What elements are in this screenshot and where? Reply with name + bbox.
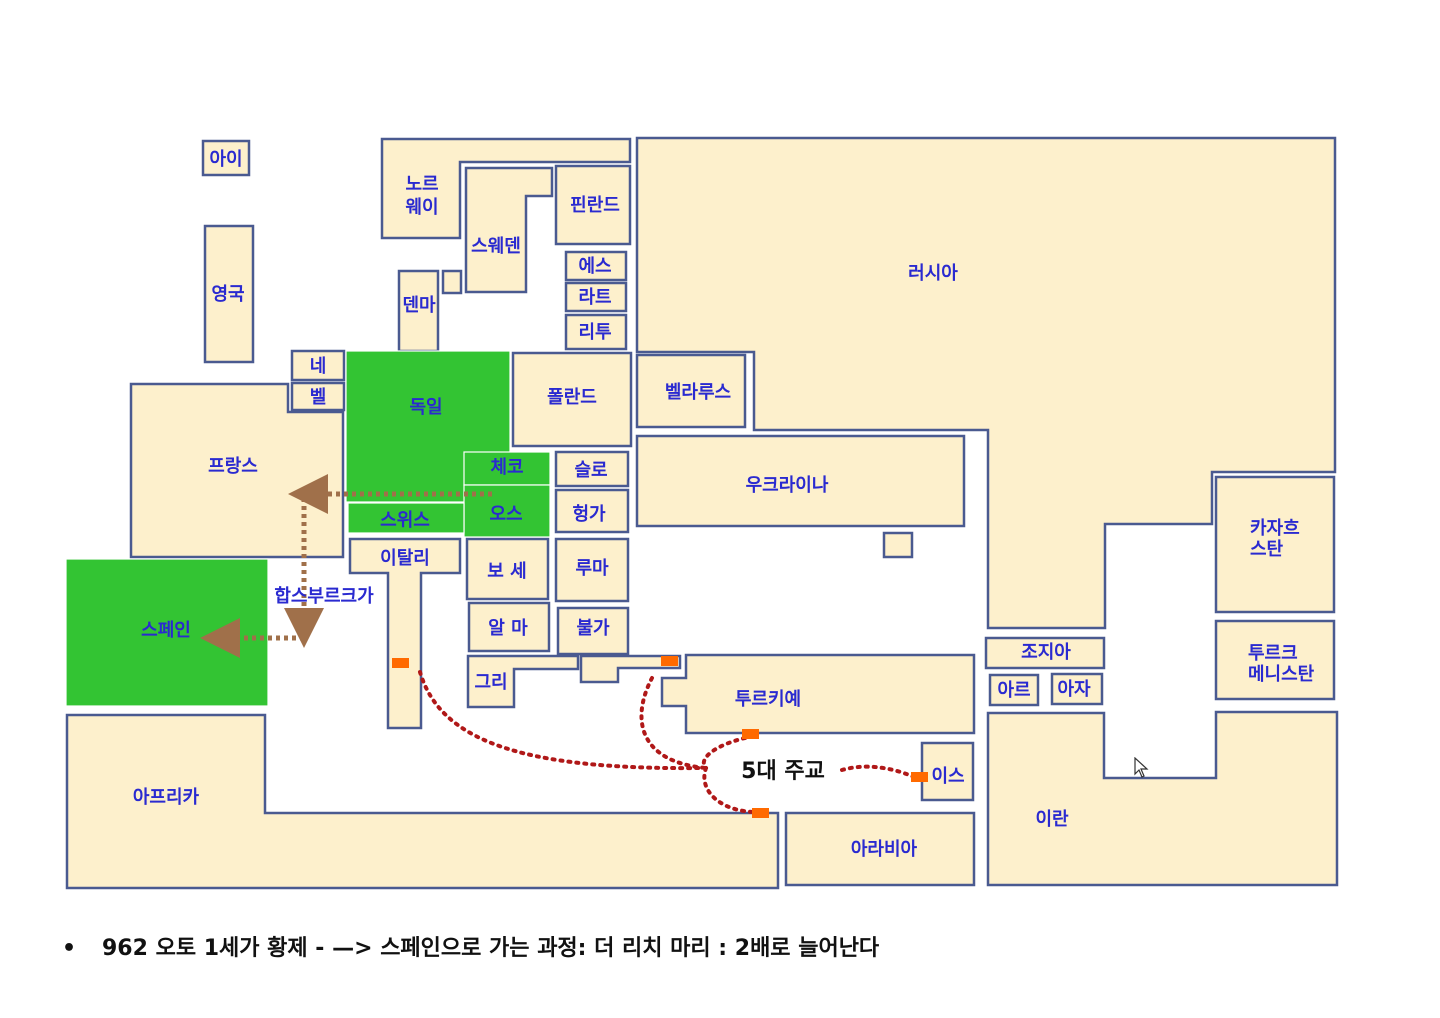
label-greece: 그리 <box>474 672 507 693</box>
label-albania: 알 마 <box>488 618 528 639</box>
region-netherlands <box>290 349 346 382</box>
label-five-patriarchates: 5대 주교 <box>741 759 825 784</box>
mouse-cursor-icon <box>1134 757 1149 778</box>
label-belarus: 벨라루스 <box>665 382 731 403</box>
label-norway-1: 노르 <box>405 174 438 195</box>
label-turkmenistan-1: 투르크 <box>1248 643 1298 664</box>
region-romania <box>554 537 630 603</box>
region-italy <box>348 537 462 730</box>
region-hungary <box>554 488 630 534</box>
label-azerbaijan: 아자 <box>1057 679 1091 700</box>
label-georgia: 조지아 <box>1021 642 1071 663</box>
region-greece <box>466 654 580 709</box>
label-turkey: 투르키예 <box>735 689 801 710</box>
region-belarus <box>635 353 747 429</box>
patriarchate-routes <box>418 670 916 814</box>
region-ukraine <box>635 434 966 528</box>
label-arabia: 아라비아 <box>851 839 918 860</box>
region-denmark <box>397 269 440 353</box>
region-danish-island <box>441 269 463 295</box>
label-armenia: 아르 <box>997 680 1030 701</box>
label-iran: 이란 <box>1035 809 1069 830</box>
label-spain: 스페인 <box>141 620 191 641</box>
label-uk: 영국 <box>211 284 244 305</box>
region-ireland <box>201 139 251 177</box>
slide-caption: • 962 오토 1세가 황제 - —> 스페인으로 가는 과정: 더 리치 마리… <box>62 930 1362 962</box>
region-iran <box>986 710 1339 887</box>
region-czech <box>463 451 551 486</box>
label-estonia: 에스 <box>578 256 611 277</box>
region-slovakia <box>554 450 630 488</box>
region-small-moldova <box>882 531 914 559</box>
label-habsburg: 합스부르크가 <box>274 585 374 607</box>
label-slovakia: 슬로 <box>574 460 607 481</box>
region-finland <box>554 164 632 246</box>
label-latvia: 라트 <box>578 287 611 308</box>
habsburg-route <box>200 474 492 658</box>
label-russia: 러시아 <box>908 263 958 284</box>
label-ireland: 아이 <box>209 149 242 170</box>
label-romania: 루마 <box>575 558 609 579</box>
region-bosnia <box>465 537 550 601</box>
region-georgia <box>984 636 1106 670</box>
label-israel: 이스 <box>931 766 964 787</box>
label-bulgaria: 불가 <box>576 618 610 639</box>
region-bulgaria <box>556 606 630 656</box>
label-africa: 아프리카 <box>133 787 200 808</box>
region-poland <box>511 351 633 448</box>
label-norway-2: 웨이 <box>405 197 438 218</box>
label-finland: 핀란드 <box>570 195 620 216</box>
label-kazakhstan-1: 카자흐 <box>1250 518 1300 539</box>
label-sweden: 스웨덴 <box>471 236 521 257</box>
label-ukraine: 우크라이나 <box>746 475 829 496</box>
marker-alexandria <box>752 808 769 818</box>
region-armenia <box>988 673 1040 707</box>
label-hungary: 헝가 <box>572 504 606 525</box>
region-turkey <box>660 653 976 735</box>
region-lithuania <box>564 313 628 351</box>
region-africa <box>65 713 780 890</box>
label-kazakhstan-2: 스탄 <box>1250 539 1284 560</box>
patriarchate-markers <box>392 656 928 818</box>
label-poland: 폴란드 <box>547 387 597 408</box>
label-switzerland: 스위스 <box>380 510 430 531</box>
label-austria: 오스 <box>489 504 522 525</box>
region-kazakhstan <box>1214 475 1336 614</box>
region-switzerland <box>347 502 465 534</box>
region-azerbaijan <box>1050 672 1104 706</box>
region-sweden <box>464 166 554 294</box>
marker-constantinople <box>661 656 678 666</box>
region-austria <box>463 484 551 538</box>
region-norway <box>380 137 632 240</box>
label-lithuania: 리투 <box>578 322 611 343</box>
label-czech: 체코 <box>490 457 523 478</box>
region-estonia <box>564 250 628 282</box>
region-thrace <box>579 654 682 684</box>
marker-antioch <box>742 729 759 739</box>
label-italy: 이탈리 <box>380 548 430 569</box>
caption-text: 962 오토 1세가 황제 - —> 스페인으로 가는 과정: 더 리치 마리 … <box>102 936 880 961</box>
label-belgium: 벨 <box>310 387 327 408</box>
marker-rome <box>392 658 409 668</box>
label-germany: 독일 <box>409 397 442 418</box>
region-arabia <box>784 811 976 887</box>
region-latvia <box>564 281 628 313</box>
label-bosnia: 보 세 <box>487 561 526 582</box>
region-israel <box>920 741 975 802</box>
bullet-icon: • <box>62 936 77 961</box>
region-russia <box>635 136 1337 630</box>
label-denmark: 덴마 <box>402 295 436 316</box>
label-france: 프랑스 <box>208 456 258 477</box>
region-belgium <box>290 381 346 412</box>
region-turkmenistan <box>1214 619 1336 701</box>
marker-jerusalem <box>911 772 928 782</box>
region-albania <box>467 601 551 653</box>
label-netherlands: 네 <box>310 356 327 377</box>
region-uk <box>203 224 255 364</box>
label-turkmenistan-2: 메니스탄 <box>1248 664 1315 685</box>
